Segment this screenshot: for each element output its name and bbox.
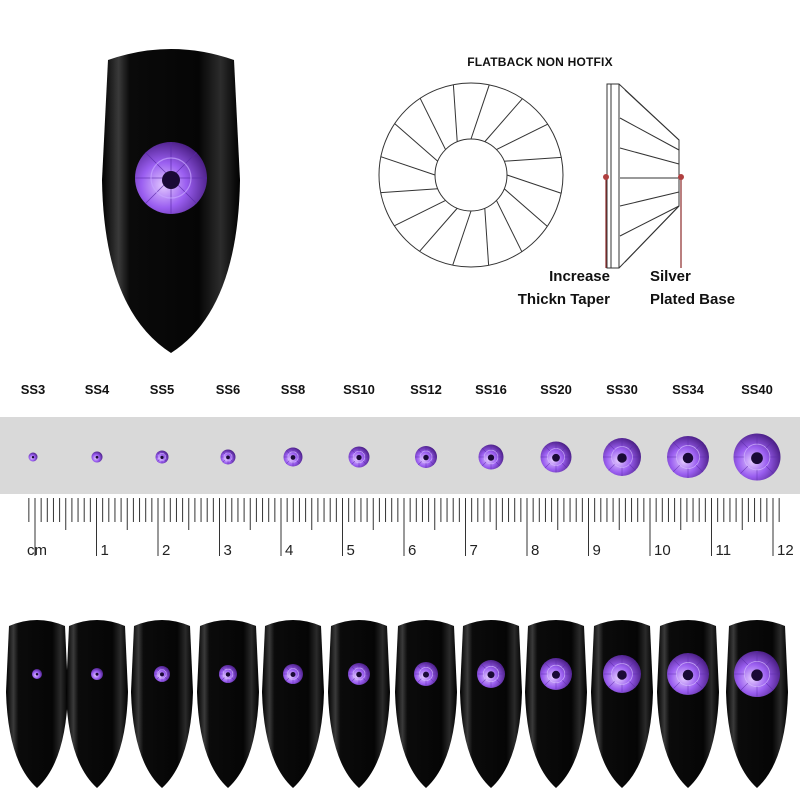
nail-tip-icon [726, 620, 788, 788]
nail-tip-icon [197, 620, 259, 788]
nail-tip-icon [66, 620, 128, 788]
size-label-ss8: SS8 [280, 382, 306, 397]
stone-ss8-icon [283, 447, 303, 467]
nail-stone-ss16-icon [477, 660, 505, 688]
callout-pointers [603, 174, 684, 268]
nail-ss4 [66, 620, 128, 788]
size-label-ss12: SS12 [410, 382, 442, 397]
stone-size-band [0, 417, 800, 494]
nail-stone-ss3-icon [32, 669, 42, 679]
nail-tip-icon [328, 620, 390, 788]
stone-ss4-icon [91, 451, 103, 463]
stone-ss12-icon [415, 446, 437, 468]
nail-stone-ss10-icon [348, 663, 370, 685]
stone-ss20-icon [540, 441, 572, 473]
nail-stone-ss12-icon [414, 662, 438, 686]
nail-stone-ss8-icon [283, 664, 303, 684]
ruler-unit: cm [27, 542, 47, 559]
size-label-ss10: SS10 [343, 382, 375, 397]
size-label-ss30: SS30 [606, 382, 638, 397]
diagram-title: FLATBACK NON HOTFIX [467, 55, 613, 69]
ruler-number: 9 [593, 542, 601, 559]
callout-base-line2: Plated Base [650, 291, 736, 308]
hero-nail-tip [102, 49, 240, 353]
nail-tip-icon [525, 620, 587, 788]
stone-ss40-icon [733, 433, 781, 481]
size-label-ss6: SS6 [215, 382, 241, 397]
callout-taper: Increase Thickn Taper [480, 265, 610, 311]
nail-stone-ss30-icon [603, 655, 641, 693]
nail-ss20 [525, 620, 587, 788]
callout-base-line1: Silver [650, 268, 691, 285]
stone-ss10-icon [348, 446, 370, 468]
nail-ss34 [657, 620, 719, 788]
size-label-ss40: SS40 [741, 382, 773, 397]
ruler-number: 8 [531, 542, 539, 559]
size-label-ss4: SS4 [84, 382, 110, 397]
nail-sample-row [6, 620, 788, 788]
ruler-number: 4 [285, 542, 293, 559]
nail-tip-icon [657, 620, 719, 788]
nail-tip-icon [262, 620, 324, 788]
ruler-number: 12 [777, 542, 794, 559]
ruler-number: 10 [654, 542, 671, 559]
nail-ss16 [460, 620, 522, 788]
nail-stone-ss40-icon [734, 651, 780, 697]
callout-taper-line2: Thickn Taper [517, 291, 610, 308]
ruler-number: 3 [224, 542, 232, 559]
nail-tip-icon [395, 620, 457, 788]
ruler-number: 11 [716, 542, 732, 559]
callout-taper-line1: Increase [549, 268, 610, 285]
nail-stone-ss20-icon [540, 658, 572, 690]
ruler-number: 7 [470, 542, 478, 559]
ruler-number: 5 [347, 542, 355, 559]
nail-ss12 [395, 620, 457, 788]
size-label-ss20: SS20 [540, 382, 572, 397]
nail-ss3 [6, 620, 68, 788]
size-label-ss5: SS5 [149, 382, 175, 397]
callout-base: Silver Plated Base [650, 265, 760, 311]
nail-ss5 [131, 620, 193, 788]
nail-stone-ss5-icon [154, 666, 170, 682]
ruler-number: 2 [162, 542, 170, 559]
nail-tip-icon [6, 620, 68, 788]
ruler-number: 6 [408, 542, 416, 559]
nail-ss10 [328, 620, 390, 788]
hero-stone-icon [135, 142, 207, 214]
nail-stone-ss34-icon [667, 653, 709, 695]
stone-ss5-icon [155, 450, 169, 464]
stone-ss3-icon [28, 452, 38, 462]
nail-stone-ss4-icon [91, 668, 103, 680]
nail-tip-icon [591, 620, 653, 788]
stone-ss34-icon [667, 436, 709, 478]
nail-ss8 [262, 620, 324, 788]
stone-side-view [606, 83, 680, 269]
stone-ss16-icon [478, 444, 504, 470]
nail-tip-icon [131, 620, 193, 788]
size-label-ss16: SS16 [475, 382, 507, 397]
stone-ss30-icon [603, 438, 641, 476]
nail-ss40 [726, 620, 788, 788]
size-label-ss34: SS34 [672, 382, 704, 397]
ruler-number: 1 [101, 542, 109, 559]
nail-stone-ss6-icon [219, 665, 237, 683]
size-label-ss3: SS3 [20, 382, 46, 397]
nail-tip-icon [460, 620, 522, 788]
stone-ss6-icon [220, 449, 236, 465]
nail-ss6 [197, 620, 259, 788]
nail-ss30 [591, 620, 653, 788]
stone-top-view [378, 82, 564, 268]
rhinestone-diagram [378, 82, 684, 269]
